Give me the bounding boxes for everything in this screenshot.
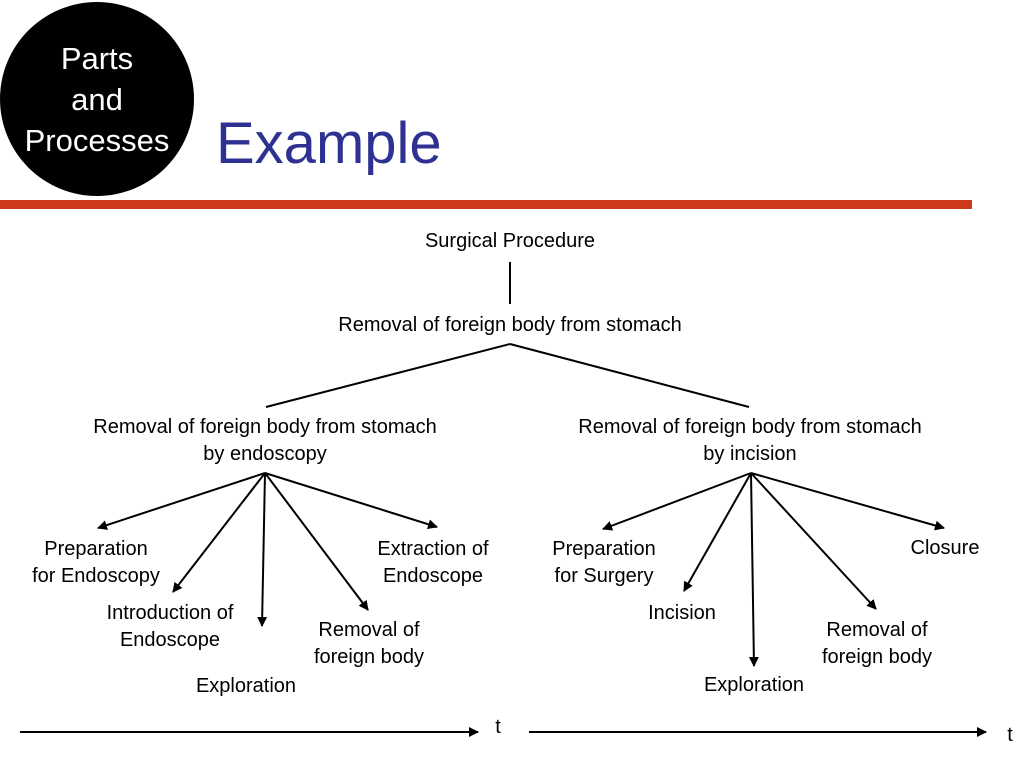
time-axis-left-label: t [495, 716, 501, 738]
arrow-left-exploration [257, 472, 268, 627]
right-branch-label: Removal of foreign body from stomach by … [578, 416, 922, 465]
left-intro-label: Introduction of Endoscope [106, 602, 234, 651]
left-extraction-label: Extraction of Endoscope [377, 538, 489, 587]
arrow-left-prep [97, 472, 266, 530]
left-branch-label: Removal of foreign body from stomach by … [93, 416, 437, 465]
right-closure-label: Closure [910, 537, 980, 559]
left-exploration-label: Exploration [195, 675, 297, 697]
left-prep-label: Preparation for Endoscopy [32, 538, 160, 587]
arrow-right-exploration [748, 472, 759, 667]
arrow-right-closure [750, 472, 945, 531]
time-axis-right-label: t [1007, 724, 1013, 746]
left-branch-connector [265, 343, 511, 408]
badge-line-1: Parts [60, 40, 134, 76]
arrow-left-removal [264, 472, 369, 611]
arrow-left-intro [172, 472, 266, 593]
arrow-right-prep [602, 472, 752, 531]
right-branch-connector [509, 343, 750, 408]
badge-line-2: and [71, 81, 123, 117]
arrow-left-extraction [264, 472, 438, 530]
arrow-right-removal [750, 472, 877, 610]
right-prep-label: Preparation for Surgery [552, 538, 656, 587]
right-removal-label: Removal of foreign body [821, 619, 933, 668]
badge-line-3: Processes [24, 122, 170, 158]
right-incision-label: Incision [648, 602, 716, 624]
title-divider [0, 200, 972, 209]
right-exploration-label: Exploration [703, 674, 805, 696]
arrow-right-incision [683, 472, 752, 592]
section-badge: Parts and Processes [0, 2, 194, 196]
left-removal-label: Removal of foreign body [313, 619, 425, 668]
root-node-label: Surgical Procedure [424, 230, 596, 252]
slide-title: Example [216, 111, 442, 176]
level1-node-label: Removal of foreign body from stomach [338, 314, 682, 336]
